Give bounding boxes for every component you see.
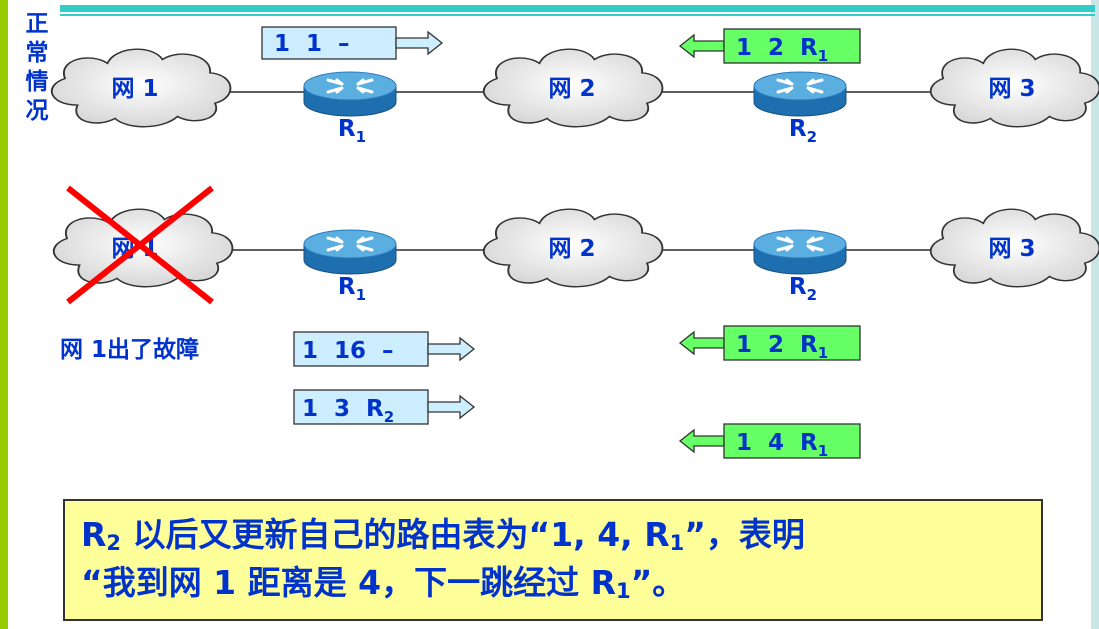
route-message-left: 1 2 R1 <box>678 325 861 362</box>
message-text: 1 16 – <box>302 338 394 364</box>
router-icon <box>302 228 398 276</box>
router-label: R2 <box>789 274 817 304</box>
network-label: 网 3 <box>988 76 1035 102</box>
summary-line-1: R2 以后又更新自己的路由表为“1, 4, R1”，表明 <box>81 511 1041 559</box>
side-label-char: 正 <box>25 11 49 37</box>
network-label: 网 2 <box>548 76 595 102</box>
route-message-left: 1 2 R1 <box>678 28 861 65</box>
top-rule <box>60 5 1095 12</box>
failure-cross-icon <box>66 185 214 305</box>
router-label-sub: 1 <box>356 286 366 304</box>
message-sub: 1 <box>818 47 828 65</box>
network-label: 网 2 <box>548 236 595 262</box>
message-main: 1 16 – <box>302 338 394 364</box>
message-text: 1 4 R1 <box>736 430 828 460</box>
router-label: R1 <box>338 274 366 304</box>
router-label: R2 <box>789 116 817 146</box>
left-accent-bar <box>0 0 8 629</box>
side-label-char: 常 <box>25 40 49 66</box>
summary-sub: 2 <box>106 531 122 555</box>
message-main: 1 2 R <box>736 35 818 61</box>
fault-label: 网 1出了故障 <box>60 337 200 363</box>
right-accent-bar <box>1091 0 1099 629</box>
network-label: 网 1 <box>111 76 158 102</box>
router-label-main: R <box>789 116 807 142</box>
router-label-main: R <box>789 274 807 300</box>
message-main: 1 2 R <box>736 332 818 358</box>
summary-text: 以后又更新自己的路由表为“1, 4, R <box>121 515 670 554</box>
message-main: 1 1 – <box>274 31 350 57</box>
message-main: 1 3 R <box>302 396 384 422</box>
route-message-right: 1 16 – <box>293 331 476 367</box>
summary-text: ”，表明 <box>684 515 805 554</box>
summary-sub: 1 <box>669 531 685 555</box>
summary-sub: 1 <box>615 579 631 603</box>
summary-line-2: “我到网 1 距离是 4，下一跳经过 R1”。 <box>81 559 1041 607</box>
router-icon <box>752 228 848 276</box>
message-sub: 1 <box>818 442 828 460</box>
router-label-sub: 2 <box>807 286 817 304</box>
top-rule-thin <box>60 14 1095 16</box>
network-label: 网 3 <box>988 236 1035 262</box>
message-text: 1 2 R1 <box>736 332 828 362</box>
router-label-main: R <box>338 116 356 142</box>
side-label-char: 情 <box>25 69 49 95</box>
message-main: 1 4 R <box>736 430 818 456</box>
route-message-left: 1 4 R1 <box>678 423 861 460</box>
route-message-right: 1 1 – <box>261 26 444 60</box>
router-label-main: R <box>338 274 356 300</box>
summary-text: “我到网 1 距离是 4，下一跳经过 R <box>81 563 616 602</box>
router-label-sub: 1 <box>356 128 366 146</box>
router-icon <box>302 70 398 118</box>
side-label: 正 常 情 况 <box>22 10 52 126</box>
message-text: 1 3 R2 <box>302 396 394 426</box>
summary-text: R <box>81 515 107 554</box>
message-sub: 1 <box>818 344 828 362</box>
route-message-right: 1 3 R2 <box>293 389 476 426</box>
router-label-sub: 2 <box>807 128 817 146</box>
message-text: 1 1 – <box>274 31 350 57</box>
message-sub: 2 <box>384 408 394 426</box>
summary-box: R2 以后又更新自己的路由表为“1, 4, R1”，表明 “我到网 1 距离是 … <box>63 499 1043 621</box>
side-label-char: 况 <box>25 98 49 124</box>
router-label: R1 <box>338 116 366 146</box>
summary-text: ”。 <box>630 563 686 602</box>
message-text: 1 2 R1 <box>736 35 828 65</box>
router-icon <box>752 70 848 118</box>
